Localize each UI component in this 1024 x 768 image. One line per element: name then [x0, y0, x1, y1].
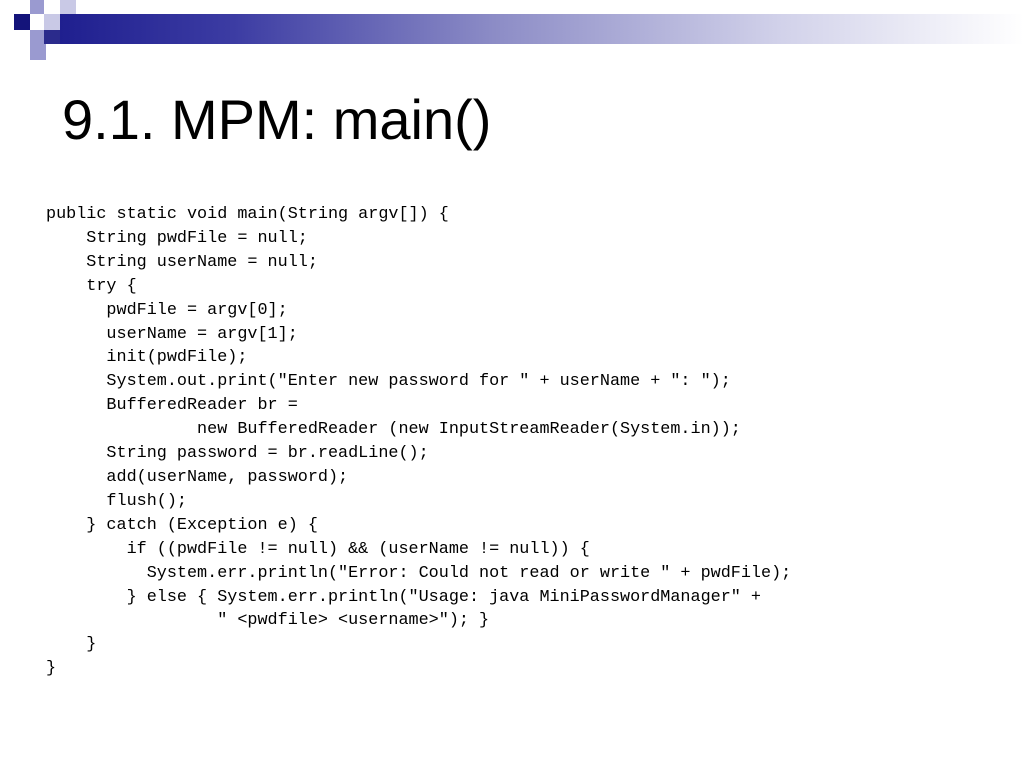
code-line: } else { System.err.println("Usage: java… [46, 587, 761, 607]
code-line: } catch (Exception e) { [46, 515, 318, 535]
code-line: } [46, 635, 97, 655]
code-line: public static void main(String argv[]) { [46, 205, 449, 224]
header-gradient-band [60, 14, 1024, 44]
decorative-square [44, 14, 60, 30]
code-line: } [46, 659, 57, 679]
code-line: " <pwdfile> <username>"); } [46, 611, 490, 631]
code-line: String pwdFile = null; [46, 228, 308, 248]
decorative-square [30, 30, 44, 44]
code-line: if ((pwdFile != null) && (userName != nu… [46, 539, 590, 559]
code-line: userName = argv[1]; [46, 324, 298, 344]
code-line: pwdFile = argv[0]; [46, 300, 288, 320]
code-block: public static void main(String argv[]) {… [46, 203, 791, 681]
code-line: BufferedReader br = [46, 396, 298, 416]
decorative-square [60, 0, 76, 14]
code-line: flush(); [46, 491, 187, 511]
decorative-square [14, 14, 30, 30]
code-line: String userName = null; [46, 252, 318, 272]
decorative-square [30, 44, 46, 60]
code-line: try { [46, 276, 137, 296]
code-line: String password = br.readLine(); [46, 444, 429, 464]
decorative-square [44, 30, 60, 44]
code-line: add(userName, password); [46, 467, 349, 487]
slide-title: 9.1. MPM: main() [62, 88, 492, 151]
code-line: System.err.println("Error: Could not rea… [46, 563, 792, 583]
code-line: new BufferedReader (new InputStreamReade… [46, 420, 741, 440]
decorative-square [30, 0, 44, 14]
code-line: init(pwdFile); [46, 348, 248, 368]
code-line: System.out.print("Enter new password for… [46, 372, 731, 392]
